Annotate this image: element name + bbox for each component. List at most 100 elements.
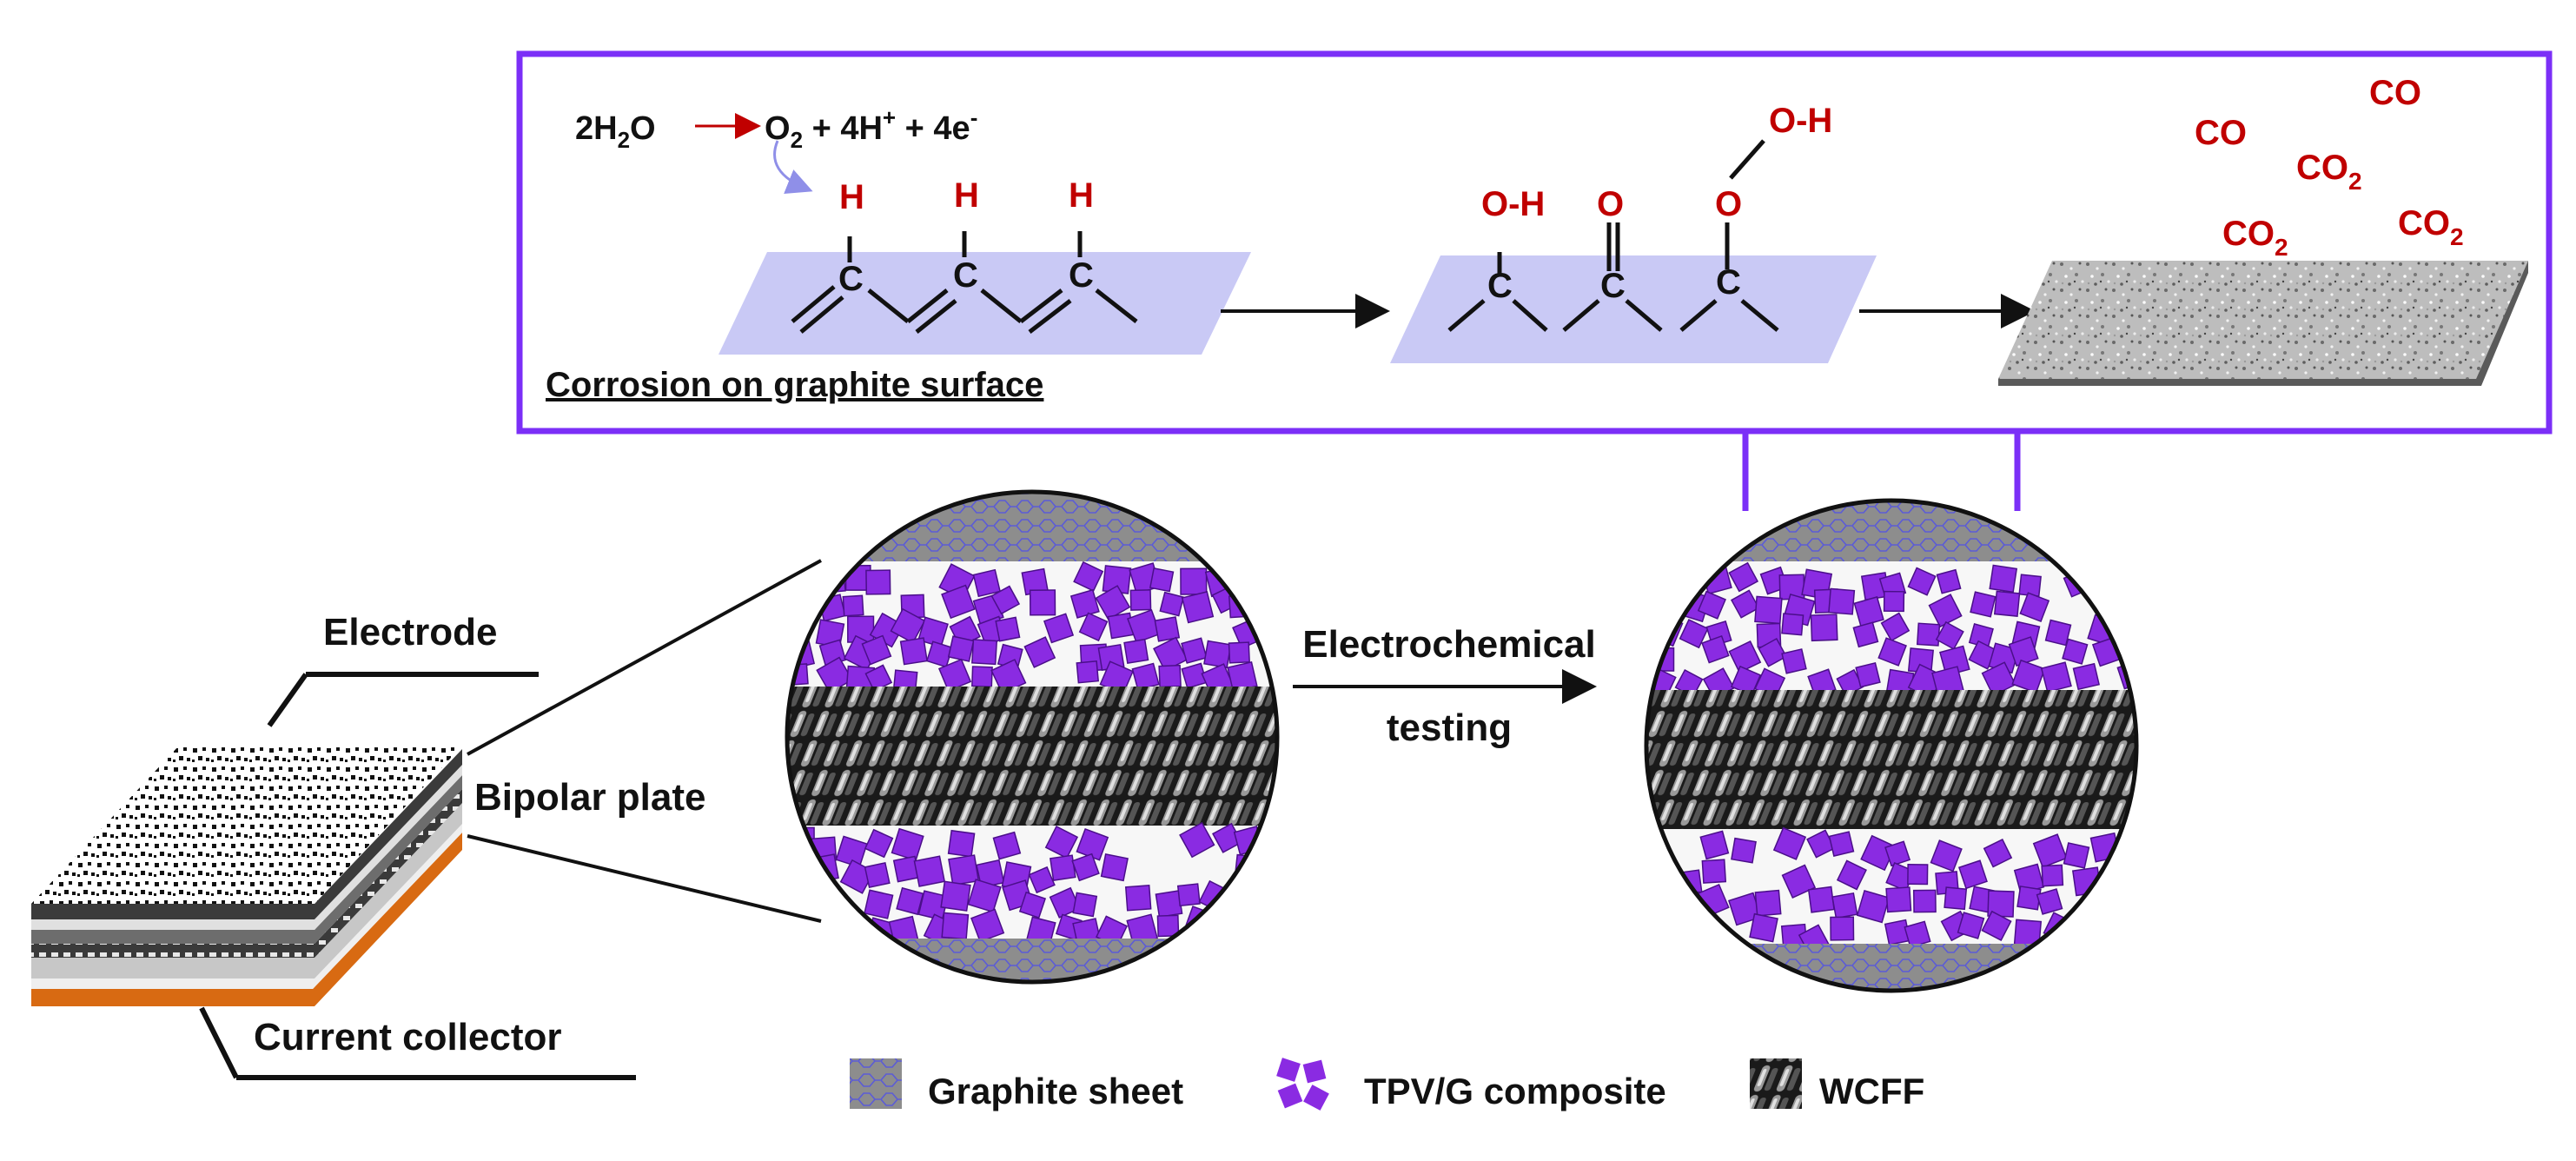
composite-particle	[940, 880, 971, 912]
composite-particle	[842, 594, 864, 617]
surface-bonds-stage2	[1447, 139, 1779, 332]
composite-particle	[1781, 648, 1807, 674]
composite-particle	[2036, 888, 2063, 915]
composite-particle	[1203, 640, 1232, 669]
composite-particle	[864, 828, 894, 859]
composite-particle	[1989, 564, 2018, 594]
composite-particle	[2016, 886, 2042, 911]
plate-cross-section-initial	[785, 489, 1280, 985]
graphite-plane-corroded	[1998, 261, 2528, 379]
composite-particle	[1029, 589, 1056, 616]
legend-label-wcff: WCFF	[1819, 1071, 1924, 1111]
composite-particle	[899, 637, 928, 666]
process-label-line2: testing	[1387, 707, 1512, 749]
composite-particle	[2122, 638, 2136, 666]
composite-particle	[1129, 589, 1152, 611]
composite-particle	[971, 666, 993, 688]
composite-particle	[1957, 912, 1985, 939]
composite-particle	[1884, 840, 1911, 867]
composite-particle	[972, 568, 1001, 598]
composite-particle	[1880, 612, 1910, 642]
composite-particle	[864, 889, 894, 919]
composite-particle	[948, 854, 980, 886]
composite-particle	[1907, 864, 1929, 886]
composite-particle	[787, 589, 812, 618]
collector-leader	[199, 1006, 239, 1079]
composite-particle	[1730, 589, 1760, 619]
hydrogen-label-1a: H	[839, 178, 864, 216]
composite-particle	[1883, 590, 1905, 613]
composite-particle	[1836, 859, 1867, 891]
composite-particle	[1646, 868, 1671, 895]
composite-particle	[1263, 916, 1277, 946]
composite-particle	[917, 616, 949, 648]
composite-particle	[1749, 912, 1778, 943]
composite-particle	[2092, 921, 2125, 954]
panel-frame	[516, 50, 2553, 435]
composite-particle	[1646, 917, 1674, 949]
carbon-label-2b: C	[1600, 267, 1626, 305]
composite-particle	[1261, 826, 1277, 849]
electrode-leader	[267, 673, 308, 727]
composite-particle	[1180, 567, 1208, 595]
reaction-equation: 2H2O	[575, 110, 656, 153]
composite-particle	[1073, 561, 1104, 592]
composite-particle	[839, 917, 871, 950]
composite-particle	[1123, 638, 1149, 665]
composite-particle	[2061, 915, 2093, 947]
composite-particle	[941, 912, 970, 940]
composite-particle	[1176, 883, 1201, 907]
gas-co-2: CO	[2369, 74, 2421, 112]
reactant-tail: O	[630, 110, 656, 147]
gas-co2-1: CO2	[2296, 149, 2362, 195]
wcff-core	[787, 687, 1277, 826]
composite-particle	[1023, 636, 1056, 668]
zoom-line-top	[467, 559, 822, 756]
composite-particle	[2041, 864, 2064, 887]
bipolar-plate-label: Bipolar plate	[474, 776, 706, 819]
composite-particle	[1018, 891, 1047, 919]
composite-particle	[1935, 620, 1964, 650]
composite-particle	[2044, 619, 2072, 647]
composite-particle	[967, 879, 1002, 913]
composite-particle	[947, 635, 975, 662]
graphite-plane-pristine	[718, 252, 1251, 355]
composite-particle	[816, 656, 853, 694]
composite-particle	[1257, 858, 1277, 889]
corrosion-panel: 2H2O O2 + 4H+ + 4e- C C C H H H Cor	[516, 50, 2553, 511]
composite-particle	[1810, 614, 1838, 642]
graphite-sheet-top	[787, 492, 1277, 561]
oxygen-attack-arrow	[773, 140, 813, 195]
composite-particle	[1028, 866, 1056, 894]
composite-particle	[2118, 861, 2136, 889]
composite-particle	[1262, 568, 1277, 602]
electrochemical-testing-step: Electrochemical testing	[1293, 623, 1597, 749]
composite-particle	[2040, 661, 2072, 693]
composite-particle	[1701, 859, 1727, 884]
composite-particle	[1159, 591, 1185, 617]
corrosion-caption: Corrosion on graphite surface	[546, 366, 1043, 404]
composite-particle	[937, 658, 972, 693]
composite-particle	[1930, 839, 1963, 872]
composite-particle	[1131, 662, 1160, 691]
composite-particle	[1043, 613, 1075, 644]
legend-swatch-graphite	[850, 1058, 902, 1109]
legend-label-graphite: Graphite sheet	[928, 1071, 1183, 1111]
composite-particle	[1970, 591, 1997, 618]
electrode-layer	[31, 746, 462, 904]
wcff-core-tested	[1646, 690, 2136, 829]
composite-particle	[1179, 821, 1215, 859]
legend: Graphite sheet TPV/G composite WCFF	[850, 1058, 1924, 1111]
composite-particle	[1181, 591, 1215, 624]
composite-particle	[947, 829, 976, 858]
carbon-label-2c: C	[1716, 263, 1741, 302]
composite-particle	[890, 607, 926, 644]
carbon-label-2a: C	[1487, 267, 1513, 305]
composite-particle	[1149, 567, 1175, 593]
zoom-line-bottom	[467, 834, 822, 923]
cell-stack: Electrode Bipolar plate Current collecto…	[31, 559, 822, 1080]
composite-particle	[2019, 592, 2050, 623]
reaction-products: O2 + 4H+ + 4e-	[765, 104, 977, 153]
gas-co2-3: CO2	[2398, 204, 2464, 250]
composite-particle	[1701, 563, 1732, 595]
